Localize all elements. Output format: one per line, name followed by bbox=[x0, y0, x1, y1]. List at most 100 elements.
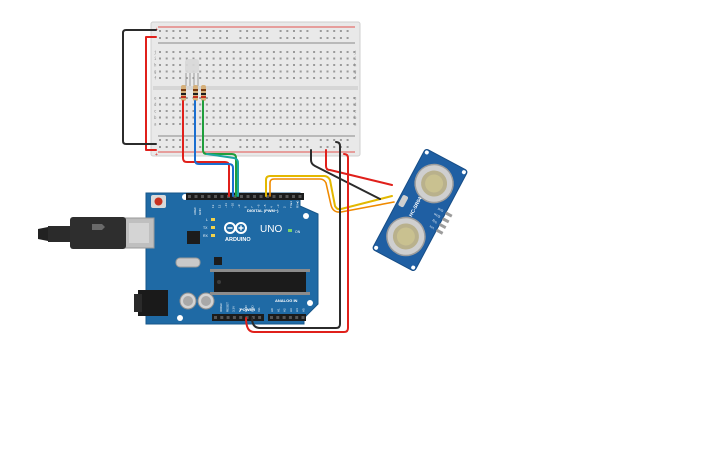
rail-hole bbox=[286, 30, 289, 32]
breadboard-hole bbox=[252, 77, 255, 79]
breadboard-hole bbox=[172, 116, 175, 119]
sensor-pin[interactable] bbox=[435, 228, 444, 235]
breadboard-hole bbox=[165, 64, 168, 66]
breadboard-hole bbox=[259, 57, 262, 60]
digital-pin-label: ~9 bbox=[237, 204, 241, 208]
resistor-band bbox=[193, 89, 198, 91]
digital-header[interactable] bbox=[186, 193, 304, 200]
breadboard-row-letter: i bbox=[154, 56, 157, 61]
breadboard-row-letter: a bbox=[354, 122, 357, 127]
breadboard-hole bbox=[212, 77, 215, 79]
breadboard-hole bbox=[159, 77, 161, 79]
breadboard-hole bbox=[205, 51, 208, 53]
breadboard-hole bbox=[299, 123, 302, 125]
breadboard-hole bbox=[306, 116, 309, 119]
breadboard-hole bbox=[279, 123, 282, 125]
breadboard-hole bbox=[185, 57, 188, 60]
rail-hole bbox=[259, 30, 262, 32]
breadboard-hole bbox=[293, 57, 295, 60]
rail-hole bbox=[333, 146, 336, 148]
power-pin-label: Vin bbox=[257, 307, 261, 312]
sensor-pin[interactable] bbox=[441, 217, 450, 224]
chip-socket bbox=[210, 269, 310, 272]
rail-hole bbox=[159, 37, 161, 39]
rgb-led[interactable] bbox=[185, 59, 199, 86]
analog-pin-label: A2 bbox=[283, 308, 287, 312]
resistors[interactable] bbox=[181, 85, 206, 101]
analog-header[interactable] bbox=[268, 314, 306, 321]
breadboard-hole bbox=[239, 57, 242, 60]
breadboard-hole bbox=[339, 110, 342, 112]
arduino-uno-board[interactable]: ARDUINO UNO DIGITAL (PWM~) POWER ANALOG … bbox=[38, 192, 319, 325]
l-led-label: L bbox=[206, 218, 208, 222]
rail-hole bbox=[239, 37, 242, 39]
breadboard-hole bbox=[185, 116, 188, 119]
sensor-pcb bbox=[372, 148, 468, 272]
breadboard-hole bbox=[286, 103, 289, 106]
power-header[interactable] bbox=[212, 314, 264, 321]
breadboard-hole bbox=[353, 77, 356, 79]
breadboard-hole bbox=[252, 103, 255, 106]
breadboard-hole bbox=[293, 77, 295, 79]
breadboard-hole bbox=[212, 51, 215, 53]
rail-hole bbox=[205, 146, 208, 148]
rail-hole bbox=[306, 37, 309, 39]
breadboard-hole bbox=[306, 57, 309, 60]
breadboard-hole bbox=[246, 77, 249, 79]
wire-red-rail-bridge bbox=[145, 36, 157, 151]
digital-header-label: DIGITAL (PWM~) bbox=[247, 208, 279, 213]
breadboard-hole bbox=[259, 116, 262, 119]
rail-hole bbox=[339, 139, 342, 141]
breadboard-hole bbox=[219, 57, 222, 60]
rail-hole bbox=[165, 139, 168, 141]
header-hole bbox=[220, 316, 224, 319]
resistor[interactable] bbox=[181, 85, 186, 101]
breadboard-hole bbox=[306, 77, 309, 79]
breadboard-row-letter: f bbox=[154, 76, 157, 81]
breadboard-hole bbox=[266, 57, 269, 60]
breadboard-hole bbox=[172, 51, 175, 53]
rail-hole bbox=[299, 37, 302, 39]
breadboard-hole bbox=[199, 103, 202, 106]
digital-pin-label: RX◂0 bbox=[296, 200, 300, 208]
breadboard-hole bbox=[232, 110, 235, 112]
breadboard-row-letter: f bbox=[354, 76, 357, 81]
breadboard-hole bbox=[259, 97, 262, 99]
breadboard-hole bbox=[313, 51, 316, 53]
sensor-pin[interactable] bbox=[438, 223, 447, 229]
breadboard-hole bbox=[272, 51, 275, 53]
breadboard-hole bbox=[165, 70, 168, 73]
breadboard-hole bbox=[185, 77, 188, 79]
breadboard-hole bbox=[333, 110, 336, 112]
breadboard-hole bbox=[246, 70, 249, 73]
rail-hole bbox=[299, 139, 302, 141]
rail-hole bbox=[172, 30, 175, 32]
breadboard-hole bbox=[205, 123, 208, 125]
reset-button-cap[interactable] bbox=[154, 197, 163, 206]
breadboard-hole bbox=[272, 77, 275, 79]
rail-hole bbox=[199, 37, 202, 39]
breadboard-hole bbox=[226, 110, 228, 112]
sensor-pin-label: Trig bbox=[431, 218, 438, 224]
breadboard-hole bbox=[259, 110, 262, 112]
rail-hole bbox=[165, 37, 168, 39]
breadboard-hole bbox=[199, 77, 202, 79]
resistor-band bbox=[201, 93, 206, 95]
rail-hole bbox=[266, 146, 269, 148]
breadboard-hole bbox=[239, 77, 242, 79]
breadboard-hole bbox=[246, 57, 249, 60]
breadboard-hole bbox=[259, 77, 262, 79]
digital-pin-label: TX▸1 bbox=[289, 201, 293, 208]
breadboard-hole bbox=[252, 64, 255, 66]
resistor[interactable] bbox=[193, 85, 198, 101]
resistor[interactable] bbox=[201, 85, 206, 101]
sensor-pin[interactable] bbox=[444, 211, 453, 218]
breadboard-hole bbox=[266, 110, 269, 112]
analog-header-label: ANALOG IN bbox=[275, 298, 298, 303]
chip-socket bbox=[210, 292, 310, 295]
breadboard-hole bbox=[353, 97, 356, 99]
breadboard-hole bbox=[326, 64, 329, 66]
breadboard-hole bbox=[192, 110, 195, 112]
